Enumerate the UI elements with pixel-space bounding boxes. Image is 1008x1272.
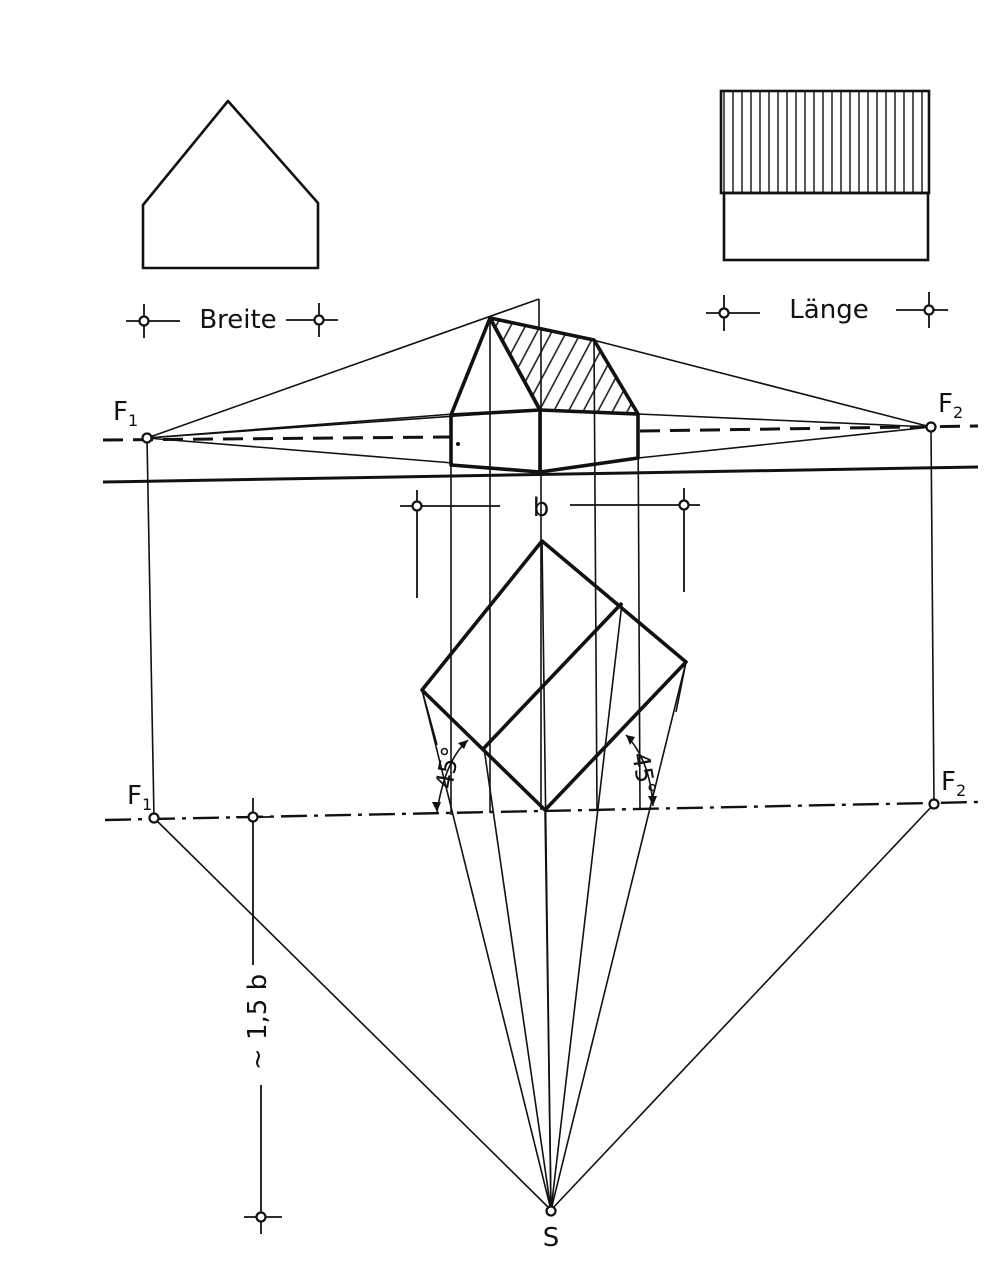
distance-dimension: ~ 1,5 b — [236, 798, 282, 1234]
svg-text:F2: F2 — [941, 767, 966, 800]
angle-right: 45° — [625, 734, 661, 807]
f2-plan-sub: 2 — [956, 781, 966, 800]
vanishing-point-f1-plan: F1 — [127, 781, 160, 824]
horizon-line — [102, 424, 979, 442]
width-dimension: Breite — [126, 303, 338, 338]
length-dimension: Länge — [706, 292, 948, 331]
station-label: S — [543, 1223, 560, 1253]
sight-rays — [153, 540, 935, 1211]
length-label: Länge — [789, 295, 868, 325]
vanishing-point-f2-plan: F2 — [928, 767, 966, 810]
station-point: S — [543, 1205, 560, 1253]
f2-top-sub: 2 — [953, 403, 963, 422]
svg-text:F1: F1 — [113, 397, 138, 430]
f2-top-label: F — [938, 389, 953, 419]
front-elevation — [141, 99, 320, 270]
vanishing-point-f1-top: F1 — [113, 397, 153, 444]
f1-top-sub: 1 — [128, 411, 138, 430]
base-dimension: b — [400, 488, 700, 598]
svg-text:F1: F1 — [127, 781, 152, 814]
distance-label: ~ 1,5 b — [243, 974, 273, 1070]
f2-plan-label: F — [941, 767, 956, 797]
angle-right-label: 45° — [626, 750, 661, 797]
vanishing-point-f2-top: F2 — [925, 389, 963, 433]
svg-text:F2: F2 — [938, 389, 963, 422]
f1-plan-label: F — [127, 781, 142, 811]
f1-top-label: F — [113, 397, 128, 427]
f1-plan-sub: 1 — [142, 795, 152, 814]
side-elevation — [719, 89, 931, 262]
base-label: b — [533, 493, 550, 523]
house-perspective — [449, 316, 640, 474]
angle-left-label: 45° — [430, 744, 465, 791]
width-label: Breite — [199, 305, 276, 335]
